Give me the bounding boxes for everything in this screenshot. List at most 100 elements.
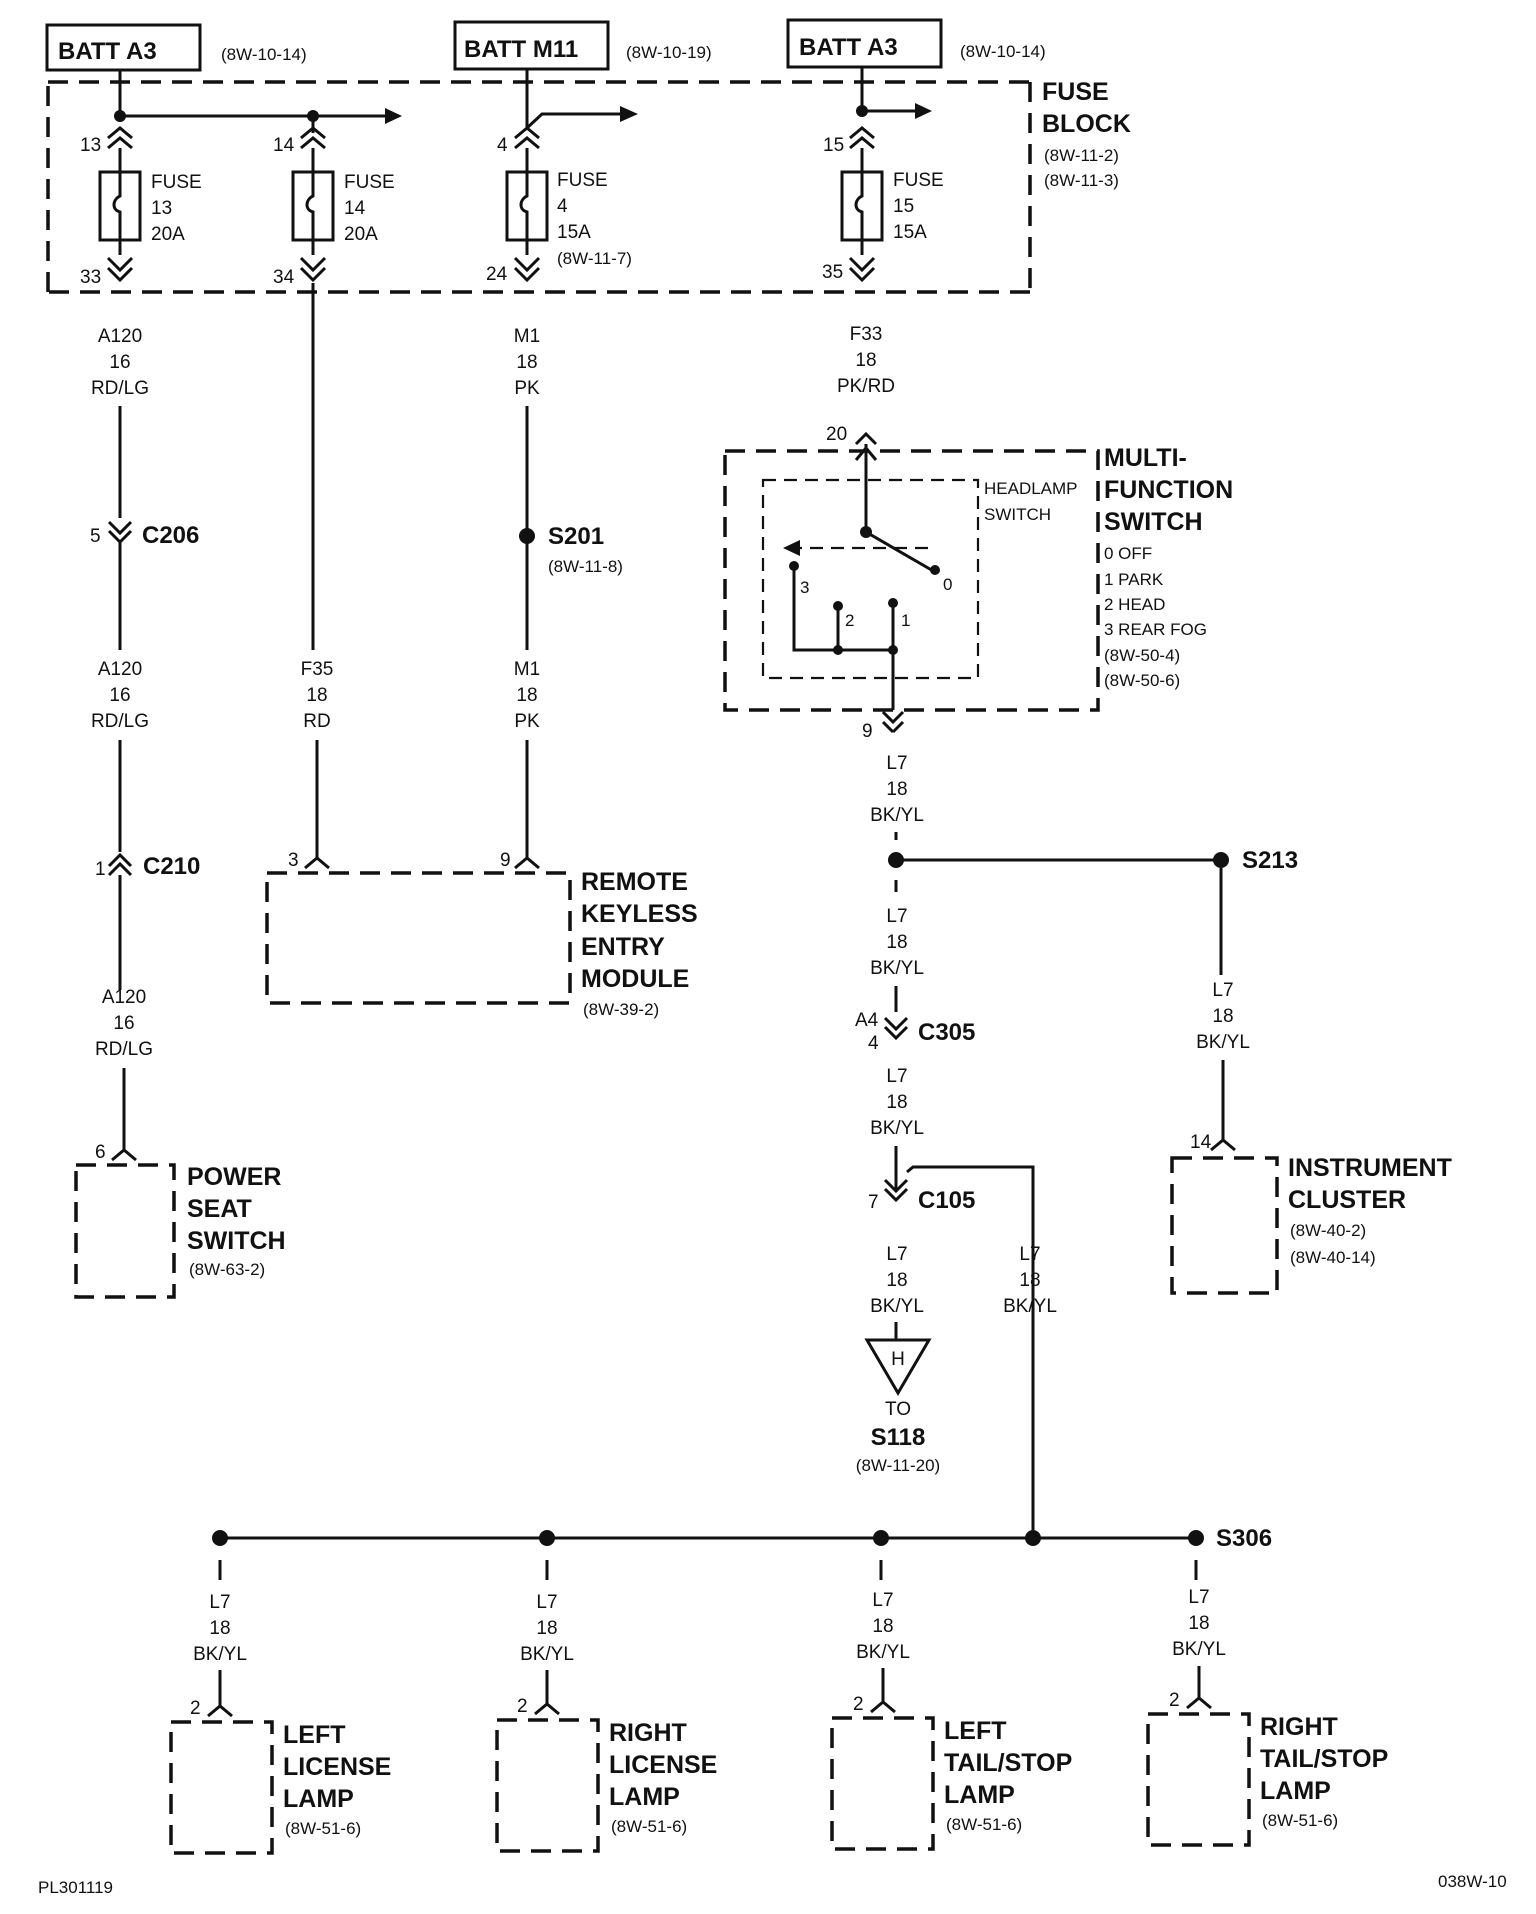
- svg-text:RIGHT: RIGHT: [1260, 1713, 1338, 1741]
- svg-text:2: 2: [853, 1694, 864, 1715]
- svg-text:18: 18: [886, 779, 907, 800]
- svg-text:18: 18: [1212, 1006, 1233, 1027]
- svg-text:L7: L7: [1212, 980, 1233, 1001]
- left-tail-stop-lamp: 2 LEFT TAIL/STOP LAMP (8W-51-6): [830, 1694, 1072, 1851]
- wire-label-l7-g: L7 18 BK/YL: [193, 1592, 247, 1665]
- svg-text:24: 24: [486, 264, 508, 285]
- power-seat-switch: POWER SEAT SWITCH (8W-63-2): [74, 1163, 286, 1299]
- svg-text:L7: L7: [886, 906, 907, 927]
- connector-c210: 1 C210: [95, 852, 200, 880]
- wire-label-a120-2: A120 16 RD/LG: [91, 659, 149, 732]
- battery-source-3: BATT A3 (8W-10-14): [786, 18, 1046, 69]
- svg-text:16: 16: [109, 352, 130, 373]
- svg-text:(8W-11-8): (8W-11-8): [548, 557, 623, 576]
- multifunction-switch: HEADLAMP SWITCH MULTI- FUNCTION SWITCH 0…: [723, 444, 1233, 712]
- svg-text:2 HEAD: 2 HEAD: [1104, 595, 1165, 614]
- svg-text:BLOCK: BLOCK: [1042, 110, 1131, 138]
- svg-text:FUSE: FUSE: [1042, 78, 1109, 106]
- svg-text:C305: C305: [918, 1019, 975, 1046]
- svg-text:14: 14: [344, 198, 366, 219]
- svg-text:18: 18: [886, 1092, 907, 1113]
- svg-text:FUSE: FUSE: [893, 170, 944, 191]
- svg-text:C206: C206: [142, 522, 199, 549]
- wire-label-l7-c: L7 18 BK/YL: [870, 1066, 924, 1139]
- svg-text:16: 16: [109, 685, 130, 706]
- svg-text:HEADLAMP: HEADLAMP: [984, 479, 1078, 498]
- svg-text:BK/YL: BK/YL: [870, 805, 924, 826]
- wire-label-l7-f: L7 18 BK/YL: [1196, 980, 1250, 1053]
- svg-text:F33: F33: [850, 324, 883, 345]
- remote-keyless-entry-module: REMOTE KEYLESS ENTRY MODULE (8W-39-2): [265, 868, 698, 1019]
- svg-text:33: 33: [80, 267, 101, 288]
- svg-text:18: 18: [209, 1618, 230, 1639]
- svg-text:LICENSE: LICENSE: [283, 1753, 391, 1781]
- svg-text:S213: S213: [1242, 847, 1298, 874]
- splice-s118-reference: H TO S118 (8W-11-20): [856, 1338, 940, 1475]
- svg-text:(8W-51-6): (8W-51-6): [285, 1819, 361, 1838]
- svg-text:L7: L7: [1019, 1244, 1040, 1265]
- svg-text:35: 35: [822, 262, 843, 283]
- svg-text:15: 15: [823, 135, 844, 156]
- svg-text:BK/YL: BK/YL: [870, 958, 924, 979]
- svg-text:14: 14: [1190, 1132, 1212, 1153]
- svg-text:18: 18: [1019, 1270, 1040, 1291]
- svg-text:BK/YL: BK/YL: [1172, 1639, 1226, 1660]
- fuse-14: 14 FUSE 14 20A 34: [273, 126, 395, 288]
- svg-text:S201: S201: [548, 523, 604, 550]
- svg-text:SWITCH: SWITCH: [1104, 508, 1203, 536]
- svg-text:L7: L7: [1188, 1587, 1209, 1608]
- svg-text:RD/LG: RD/LG: [95, 1039, 153, 1060]
- svg-text:(8W-11-3): (8W-11-3): [1044, 171, 1119, 190]
- svg-text:LAMP: LAMP: [283, 1785, 354, 1813]
- svg-text:1 PARK: 1 PARK: [1104, 570, 1164, 589]
- svg-text:BK/YL: BK/YL: [520, 1644, 574, 1665]
- svg-text:FUSE: FUSE: [344, 172, 395, 193]
- splice-s201: S201 (8W-11-8): [519, 523, 623, 576]
- svg-text:16: 16: [113, 1013, 134, 1034]
- svg-text:3 REAR FOG: 3 REAR FOG: [1104, 620, 1207, 639]
- svg-text:PK: PK: [514, 711, 540, 732]
- battery-source-2: BATT M11 (8W-10-19): [453, 20, 712, 71]
- svg-text:L7: L7: [872, 1590, 893, 1611]
- wire-label-a120-1: A120 16 RD/LG: [91, 326, 149, 399]
- wire-label-l7-e: L7 18 BK/YL: [1003, 1244, 1057, 1317]
- svg-text:SWITCH: SWITCH: [187, 1227, 286, 1255]
- svg-text:3: 3: [800, 578, 809, 597]
- svg-text:RIGHT: RIGHT: [609, 1719, 687, 1747]
- svg-text:BK/YL: BK/YL: [856, 1642, 910, 1663]
- svg-text:POWER: POWER: [187, 1163, 281, 1191]
- svg-text:LAMP: LAMP: [609, 1783, 680, 1811]
- svg-text:13: 13: [151, 198, 172, 219]
- splice-s306: S306: [1188, 1525, 1272, 1552]
- svg-text:RD/LG: RD/LG: [91, 711, 149, 732]
- svg-text:C210: C210: [143, 853, 200, 880]
- svg-text:PK/RD: PK/RD: [837, 376, 895, 397]
- svg-text:(8W-11-20): (8W-11-20): [856, 1456, 940, 1475]
- svg-text:1: 1: [95, 859, 106, 880]
- svg-text:FUNCTION: FUNCTION: [1104, 476, 1233, 504]
- svg-text:18: 18: [1188, 1613, 1209, 1634]
- svg-text:2: 2: [1169, 1690, 1180, 1711]
- svg-text:SEAT: SEAT: [187, 1195, 252, 1223]
- svg-text:A4: A4: [855, 1010, 879, 1031]
- wire-label-m1-1: M1 18 PK: [514, 326, 540, 399]
- svg-text:(8W-40-14): (8W-40-14): [1290, 1248, 1376, 1267]
- svg-text:15A: 15A: [893, 222, 927, 243]
- svg-text:4: 4: [868, 1033, 879, 1054]
- svg-text:15A: 15A: [557, 222, 591, 243]
- svg-text:INSTRUMENT: INSTRUMENT: [1288, 1154, 1452, 1182]
- svg-text:5: 5: [90, 526, 101, 547]
- svg-text:(8W-10-14): (8W-10-14): [221, 45, 307, 64]
- svg-text:LICENSE: LICENSE: [609, 1751, 717, 1779]
- svg-text:FUSE: FUSE: [557, 170, 608, 191]
- fuse-15: 15 FUSE 15 15A 35: [822, 126, 944, 283]
- wire-label-l7-b: L7 18 BK/YL: [870, 906, 924, 979]
- svg-text:18: 18: [886, 1270, 907, 1291]
- connector-c206: 5 C206: [90, 520, 199, 549]
- svg-text:LAMP: LAMP: [944, 1781, 1015, 1809]
- svg-text:13: 13: [80, 135, 101, 156]
- right-tail-stop-lamp: 2 RIGHT TAIL/STOP LAMP (8W-51-6): [1146, 1690, 1388, 1847]
- wire-label-l7-h: L7 18 BK/YL: [520, 1592, 574, 1665]
- svg-text:18: 18: [886, 932, 907, 953]
- svg-text:MODULE: MODULE: [581, 965, 689, 993]
